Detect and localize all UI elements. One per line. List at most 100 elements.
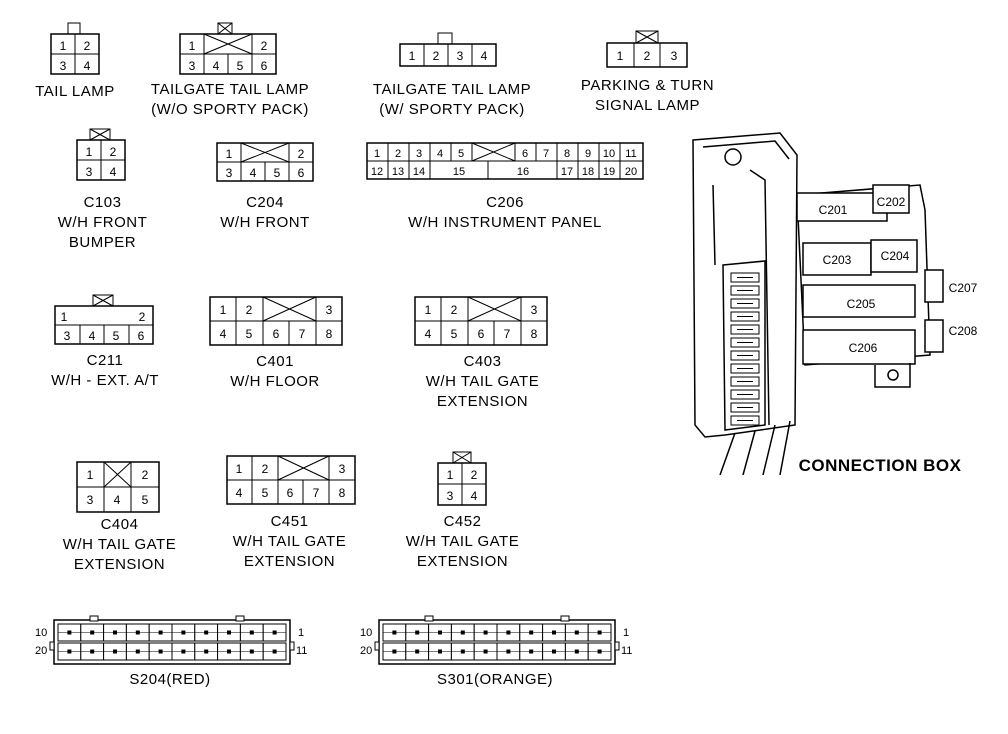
caption-line: PARKING & TURN [580, 77, 715, 94]
caption-line: TAILGATE TAIL LAMP [150, 81, 310, 98]
c204-connector: 1 2 3 4 5 6 [216, 142, 314, 182]
c103-connector: 1 2 3 4 [76, 128, 126, 181]
s301-caption: S301(ORANGE) [436, 671, 554, 688]
pin-label: 7 [299, 327, 306, 341]
connection-box-title: CONNECTION BOX [798, 456, 962, 475]
c401-connector: 1 2 3 4 5 6 7 8 [209, 296, 343, 346]
caption-line: C206 [486, 194, 524, 211]
pin-label: 4 [84, 59, 91, 73]
splice-terminal-grid [57, 623, 287, 661]
pin-label: 1 [298, 627, 304, 639]
caption-line: C103 [83, 194, 122, 211]
caption-line: C452 [443, 513, 482, 530]
pin-label: 3 [416, 148, 422, 160]
c401-caption: C401 W/H FLOOR [210, 352, 340, 392]
caption-line: W/H FRONT [57, 214, 148, 231]
pin-label: 1 [447, 468, 454, 482]
pin-label: 3 [457, 49, 464, 63]
parking-turn-connector: 1 2 3 [606, 30, 688, 68]
caption-line: C403 [463, 353, 502, 370]
pin-label: 19 [603, 166, 615, 178]
pin-label: 6 [478, 327, 485, 341]
pin-label: 8 [564, 148, 570, 160]
pin-label: 11 [625, 148, 636, 160]
caption-line: W/H FLOOR [230, 373, 320, 390]
box-label-c207: C207 [949, 281, 978, 295]
pin-label: 20 [35, 645, 47, 657]
pin-label: 7 [313, 486, 320, 500]
caption-line: TAILGATE TAIL LAMP [372, 81, 532, 98]
caption-line: SIGNAL LAMP [595, 97, 700, 114]
tailgate-tail-lamp-wo-connector: 1 2 3 4 5 6 [179, 22, 277, 75]
pin-label: 6 [522, 148, 528, 160]
pin-label: 11 [296, 645, 307, 657]
c103-caption: C103 W/H FRONT BUMPER [40, 193, 165, 253]
c404-caption: C404 W/H TAIL GATE EXTENSION [42, 515, 197, 575]
caption-line: W/H FRONT [220, 214, 310, 231]
pin-label: 2 [139, 310, 146, 324]
pin-label: 2 [395, 148, 401, 160]
pin-label: 4 [220, 327, 227, 341]
pin-label: 7 [543, 148, 549, 160]
c451-connector: 1 2 3 4 5 6 7 8 [226, 455, 356, 505]
pin-label: 3 [531, 303, 538, 317]
pin-label: 4 [250, 166, 257, 180]
c206-connector: 1 2 3 4 5 6 7 8 9 10 11 12 13 14 15 16 1… [366, 142, 644, 180]
pin-label: 1 [425, 303, 432, 317]
pin-label: 5 [113, 329, 120, 343]
pin-label: 2 [298, 147, 305, 161]
s204-caption: S204(RED) [129, 671, 211, 688]
pin-label: 1 [236, 462, 243, 476]
caption-line: W/H TAIL GATE [232, 533, 347, 550]
pin-label: 5 [262, 486, 269, 500]
tailgate-tail-lamp-w-connector: 1 2 3 4 [399, 32, 497, 67]
c204-caption: C204 W/H FRONT [195, 193, 335, 233]
pin-label: 2 [142, 468, 149, 482]
pin-label: 1 [409, 49, 416, 63]
caption-line: W/H TAIL GATE [405, 533, 520, 550]
pin-label: 15 [453, 166, 465, 178]
c404-connector: 1 2 3 4 5 [76, 461, 160, 513]
pin-label: 18 [582, 166, 594, 178]
caption-line: EXTENSION [416, 553, 509, 570]
splice-terminal-grid [382, 623, 612, 661]
caption-line: W/H - EXT. A/T [51, 372, 159, 389]
tail-lamp-caption: TAIL LAMP [20, 82, 130, 102]
pin-label: 4 [213, 59, 220, 73]
pin-label: 2 [246, 303, 253, 317]
pin-label: 11 [621, 645, 632, 657]
pin-label: 10 [360, 627, 372, 639]
pin-label: 2 [262, 462, 269, 476]
pin-label: 4 [471, 489, 478, 503]
pin-label: 14 [413, 166, 425, 178]
pin-label: 9 [585, 148, 591, 160]
caption-line: BUMPER [68, 234, 137, 251]
box-label-c206: C206 [849, 341, 878, 355]
pin-label: 3 [226, 166, 233, 180]
pin-label: 1 [220, 303, 227, 317]
box-label-c208: C208 [949, 324, 978, 338]
pin-label: 1 [61, 310, 68, 324]
pin-label: 5 [451, 327, 458, 341]
pin-label: 3 [326, 303, 333, 317]
caption-line: W/H TAIL GATE [62, 536, 177, 553]
pin-label: 6 [273, 327, 280, 341]
c452-caption: C452 W/H TAIL GATE EXTENSION [385, 512, 540, 572]
tailgate-tail-lamp-wo-caption: TAILGATE TAIL LAMP (W/O SPORTY PACK) [130, 80, 330, 120]
c452-connector: 1 2 3 4 [437, 451, 487, 506]
pin-label: 5 [274, 166, 281, 180]
pin-label: 13 [392, 166, 404, 178]
box-label-c202: C202 [877, 195, 906, 209]
caption-line: EXTENSION [243, 553, 336, 570]
pin-label: 3 [671, 49, 678, 63]
c206-caption: C206 W/H INSTRUMENT PANEL [380, 193, 630, 233]
pin-label: 6 [298, 166, 305, 180]
fuse-slots [730, 272, 760, 426]
c403-connector: 1 2 3 4 5 6 7 8 [414, 296, 548, 346]
pin-label: 6 [287, 486, 294, 500]
pin-label: 5 [237, 59, 244, 73]
pin-label: 4 [114, 493, 121, 507]
pin-label: 10 [603, 148, 615, 160]
pin-label: 4 [110, 165, 117, 179]
caption-line: EXTENSION [436, 393, 529, 410]
